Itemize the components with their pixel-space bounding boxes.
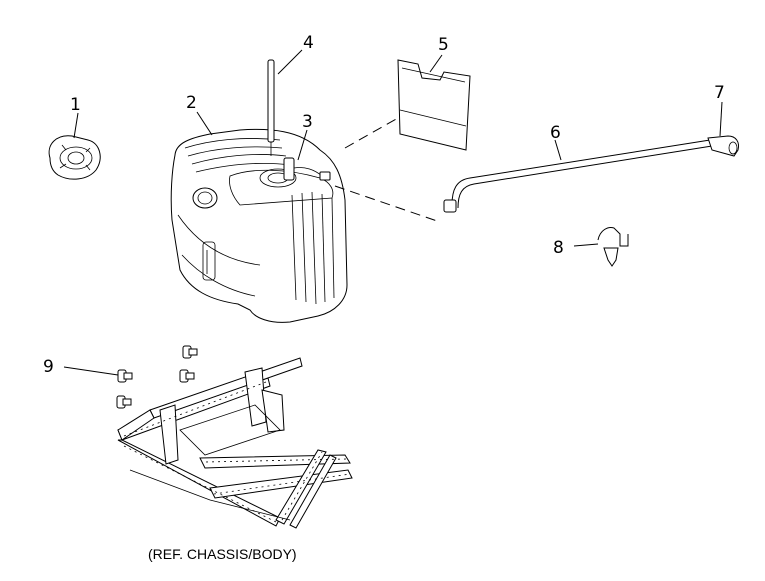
callout-3: 3 (302, 112, 313, 132)
part-4-gauge-rod (267, 49, 303, 156)
bolt (116, 395, 132, 409)
chassis-frame (117, 357, 353, 529)
callout-4: 4 (303, 33, 314, 53)
callout-7: 7 (714, 83, 725, 103)
bolt (182, 345, 198, 359)
callout-1: 1 (70, 95, 81, 115)
alignment-line-lower (334, 185, 441, 223)
reference-caption: (REF. CHASSIS/BODY) (148, 546, 297, 562)
part-6-fuel-hose (443, 139, 713, 213)
bolt (117, 369, 133, 383)
bolt (179, 369, 195, 383)
callout-2: 2 (186, 93, 197, 113)
alignment-line-upper (344, 117, 399, 149)
part-7-hose-fitting (707, 101, 739, 157)
part-5-heat-shield (397, 54, 471, 151)
part-9-bolts (63, 345, 198, 409)
part-2-fuel-tank (170, 111, 348, 323)
part-3-fuel-pump (283, 129, 331, 181)
part-8-clamp (573, 227, 629, 267)
callout-9: 9 (43, 357, 54, 377)
callout-6: 6 (550, 123, 561, 143)
callout-5: 5 (438, 35, 449, 55)
part-1-cap-ring (48, 112, 101, 180)
callout-8: 8 (553, 238, 564, 258)
